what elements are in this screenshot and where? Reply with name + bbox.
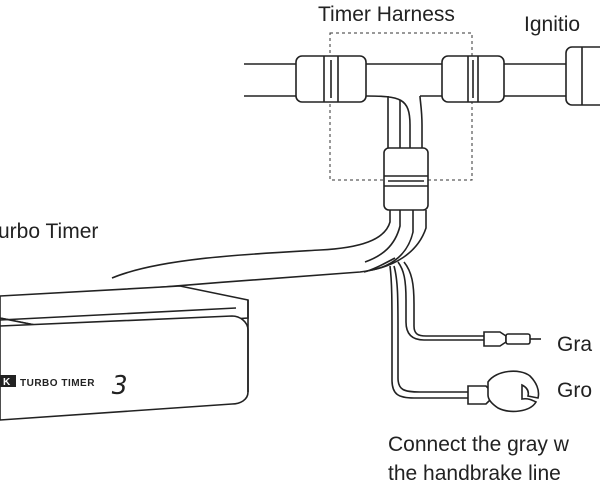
label-ignition: Ignitio xyxy=(524,13,580,36)
right-connector xyxy=(441,55,505,103)
branch-wires xyxy=(389,261,484,399)
ground-terminal xyxy=(467,370,540,413)
turbo-timer-device: K TURBO TIMER 3 xyxy=(0,285,249,421)
main-harness-wire xyxy=(244,63,566,158)
label-timer-harness: Timer Harness xyxy=(318,3,455,26)
device-name: TURBO TIMER xyxy=(20,378,95,389)
label-turbo-timer: urbo Timer xyxy=(0,220,98,243)
brand-logo-badge xyxy=(0,375,16,387)
vertical-connector xyxy=(383,147,429,211)
note-line-2: the handbrake line xyxy=(388,462,561,485)
brand-logo: K xyxy=(3,377,11,388)
ignition-connector xyxy=(565,46,600,106)
note-line-1: Connect the gray w xyxy=(388,433,570,456)
label-gray-wire: Gra xyxy=(557,333,592,356)
wire-bundle xyxy=(111,210,427,291)
device-display-digit: 3 xyxy=(111,371,128,401)
label-ground-wire: Gro xyxy=(557,379,592,402)
left-connector xyxy=(295,55,367,103)
gray-wire-terminal xyxy=(483,331,541,347)
